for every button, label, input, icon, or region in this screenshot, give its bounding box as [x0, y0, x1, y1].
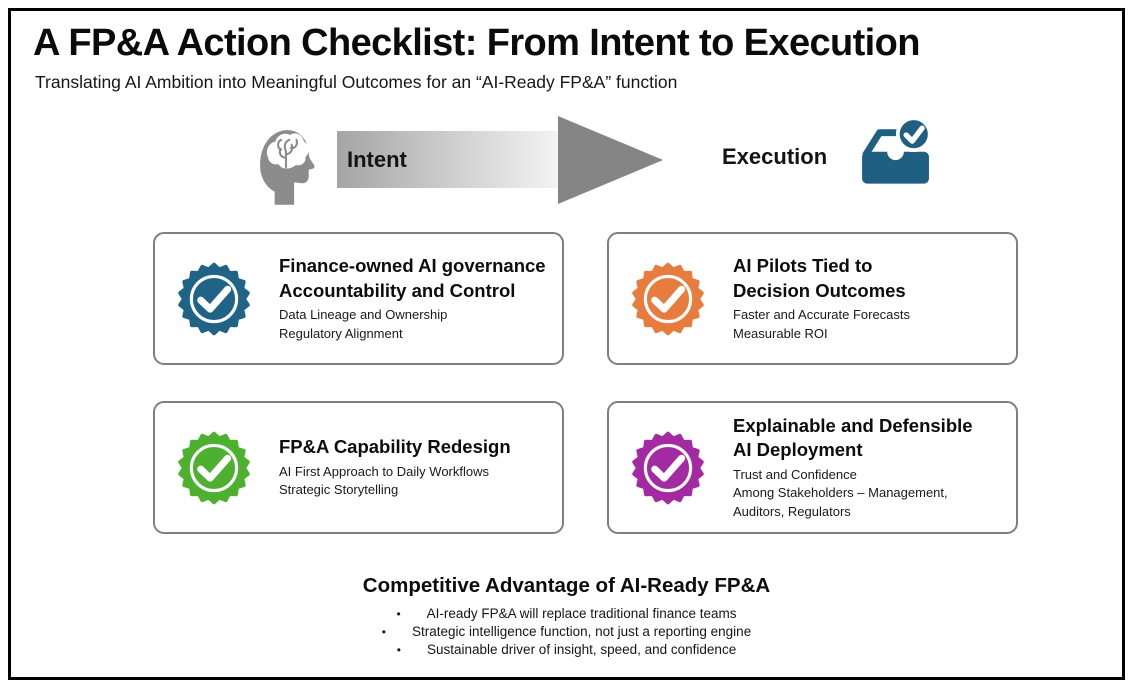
- bullet-text: Sustainable driver of insight, speed, an…: [427, 642, 737, 657]
- card-finance-owned-ai-governance: Finance-owned AI governance Accountabili…: [153, 232, 564, 365]
- bullet-text: Strategic intelligence function, not jus…: [411, 624, 752, 639]
- check-seal-icon: [629, 429, 707, 507]
- check-seal-icon: [175, 260, 253, 338]
- bullet-item: Strategic intelligence function, not jus…: [0, 623, 1133, 641]
- card-body: Data Lineage and Ownership Regulatory Al…: [279, 307, 448, 341]
- arrow-right-icon: [558, 116, 663, 204]
- card-title: FP&A Capability Redesign: [279, 436, 511, 458]
- footer-heading: Competitive Advantage of AI-Ready FP&A: [362, 574, 771, 597]
- bullet-text: AI-ready FP&A will replace traditional f…: [426, 606, 737, 621]
- check-seal-icon: [175, 429, 253, 507]
- card-title: AI Pilots Tied to Decision Outcomes: [733, 254, 906, 301]
- bullet-item: AI-ready FP&A will replace traditional f…: [0, 605, 1133, 623]
- execution-label: Execution: [722, 144, 828, 169]
- card-title: Explainable and Defensible AI Deployment: [733, 414, 973, 461]
- bullet-item: Sustainable driver of insight, speed, an…: [0, 641, 1133, 659]
- page-title: A FP&A Action Checklist: From Intent to …: [33, 22, 920, 64]
- card-body: Trust and Confidence Among Stakeholders …: [733, 466, 948, 519]
- inbox-check-icon: [862, 116, 932, 184]
- slide-border: [8, 8, 1125, 680]
- page-subtitle: Translating AI Ambition into Meaningful …: [35, 72, 678, 92]
- card-ai-pilots-tied-to-decision-outcomes: AI Pilots Tied to Decision Outcomes Fast…: [607, 232, 1018, 365]
- intent-bar: Intent: [337, 131, 559, 188]
- card-explainable-and-defensible-ai-deployment: Explainable and Defensible AI Deployment…: [607, 401, 1018, 534]
- card-body: Faster and Accurate Forecasts Measurable…: [733, 307, 911, 341]
- card-body: AI First Approach to Daily Workflows Str…: [279, 463, 489, 498]
- footer-section: Competitive Advantage of AI-Ready FP&A A…: [0, 574, 1133, 659]
- card-fpa-capability-redesign: FP&A Capability Redesign AI First Approa…: [153, 401, 564, 534]
- check-seal-icon: [629, 260, 707, 338]
- intent-label: Intent: [347, 146, 407, 172]
- card-title: Finance-owned AI governance Accountabili…: [279, 254, 546, 301]
- head-brain-icon: [260, 130, 315, 205]
